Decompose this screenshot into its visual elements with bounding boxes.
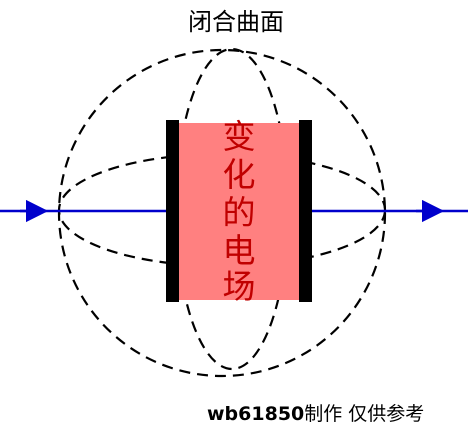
credit-note: 制作 仅供参考 (304, 403, 424, 425)
surface-title: 闭合曲面 (188, 8, 284, 36)
capacitor-plate-left (166, 120, 179, 302)
capacitor-plate-right (299, 120, 312, 302)
field-label-char-1: 变 (223, 117, 256, 156)
credit-author: wb61850 (207, 403, 304, 425)
changing-field-region (178, 123, 300, 300)
field-label-char-4: 电 (223, 231, 256, 270)
credit-line: wb61850制作 仅供参考 (207, 403, 424, 425)
field-label-char-5: 场 (223, 267, 256, 306)
field-label-char-3: 的 (223, 193, 256, 232)
field-label-char-2: 化 (223, 155, 256, 194)
